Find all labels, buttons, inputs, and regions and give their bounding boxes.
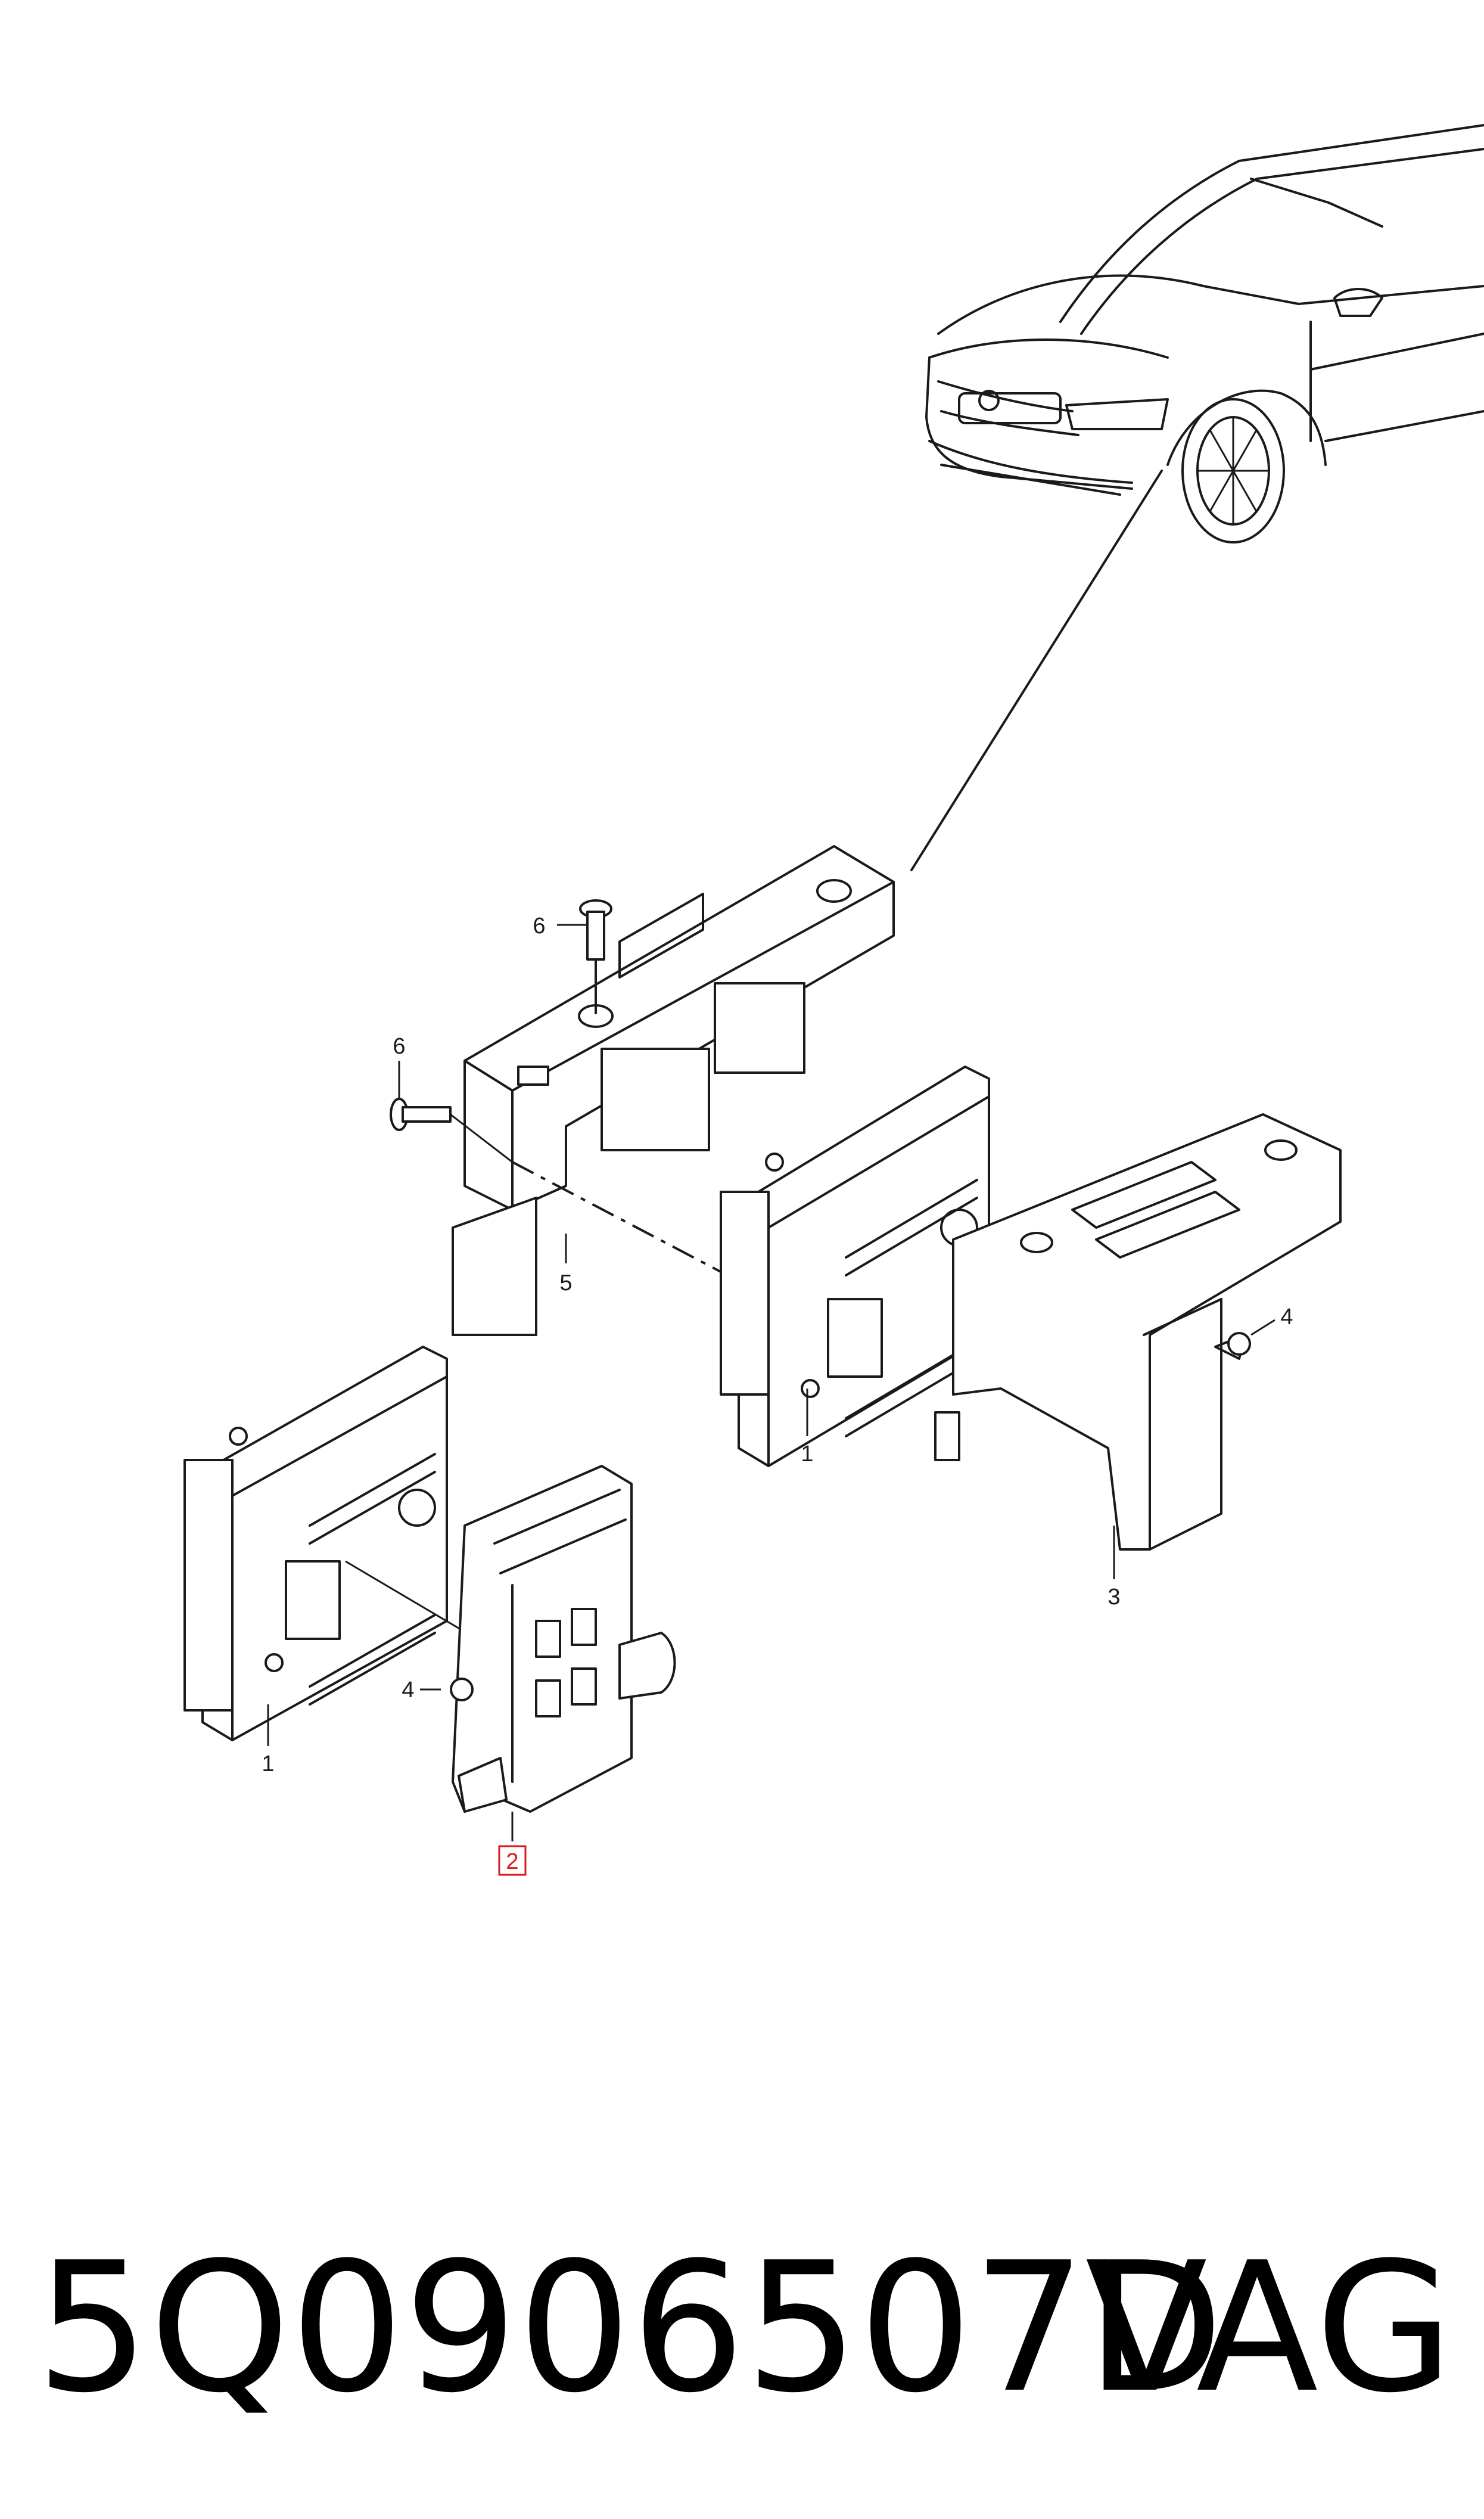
callout-4-right: 4 (1280, 1304, 1293, 1330)
screw-6a (579, 899, 612, 1014)
callout-6-left: 6 (393, 1034, 405, 1059)
brand-name: VAG (1085, 2224, 1454, 2432)
callout-6-top: 6 (533, 914, 545, 939)
callout-3: 3 (1107, 1585, 1120, 1610)
callout-2: 2 (506, 1849, 518, 1874)
nut-4-right (1227, 1319, 1275, 1356)
ecu-upper (720, 1066, 990, 1467)
callout-1-upper: 1 (801, 1442, 813, 1467)
nut-4-left (420, 1678, 474, 1701)
callout-leaders (267, 924, 1115, 1841)
callout-2-box (498, 1845, 527, 1876)
car-illustration (925, 124, 1484, 543)
mounting-bracket (934, 1113, 1342, 1551)
callout-4-left: 4 (402, 1678, 414, 1703)
lower-bracket-part2 (452, 1465, 676, 1813)
callout-2-highlight[interactable]: 2 (498, 1845, 527, 1876)
callout-1-lower: 1 (262, 1751, 274, 1776)
leader-line-car (910, 470, 1163, 871)
upper-bracket (452, 845, 895, 1336)
part-number: 5Q0906507D (36, 2224, 1224, 2432)
ecu-lower (183, 1346, 477, 1741)
screw-6b (390, 1098, 513, 1163)
callout-5: 5 (559, 1271, 572, 1296)
